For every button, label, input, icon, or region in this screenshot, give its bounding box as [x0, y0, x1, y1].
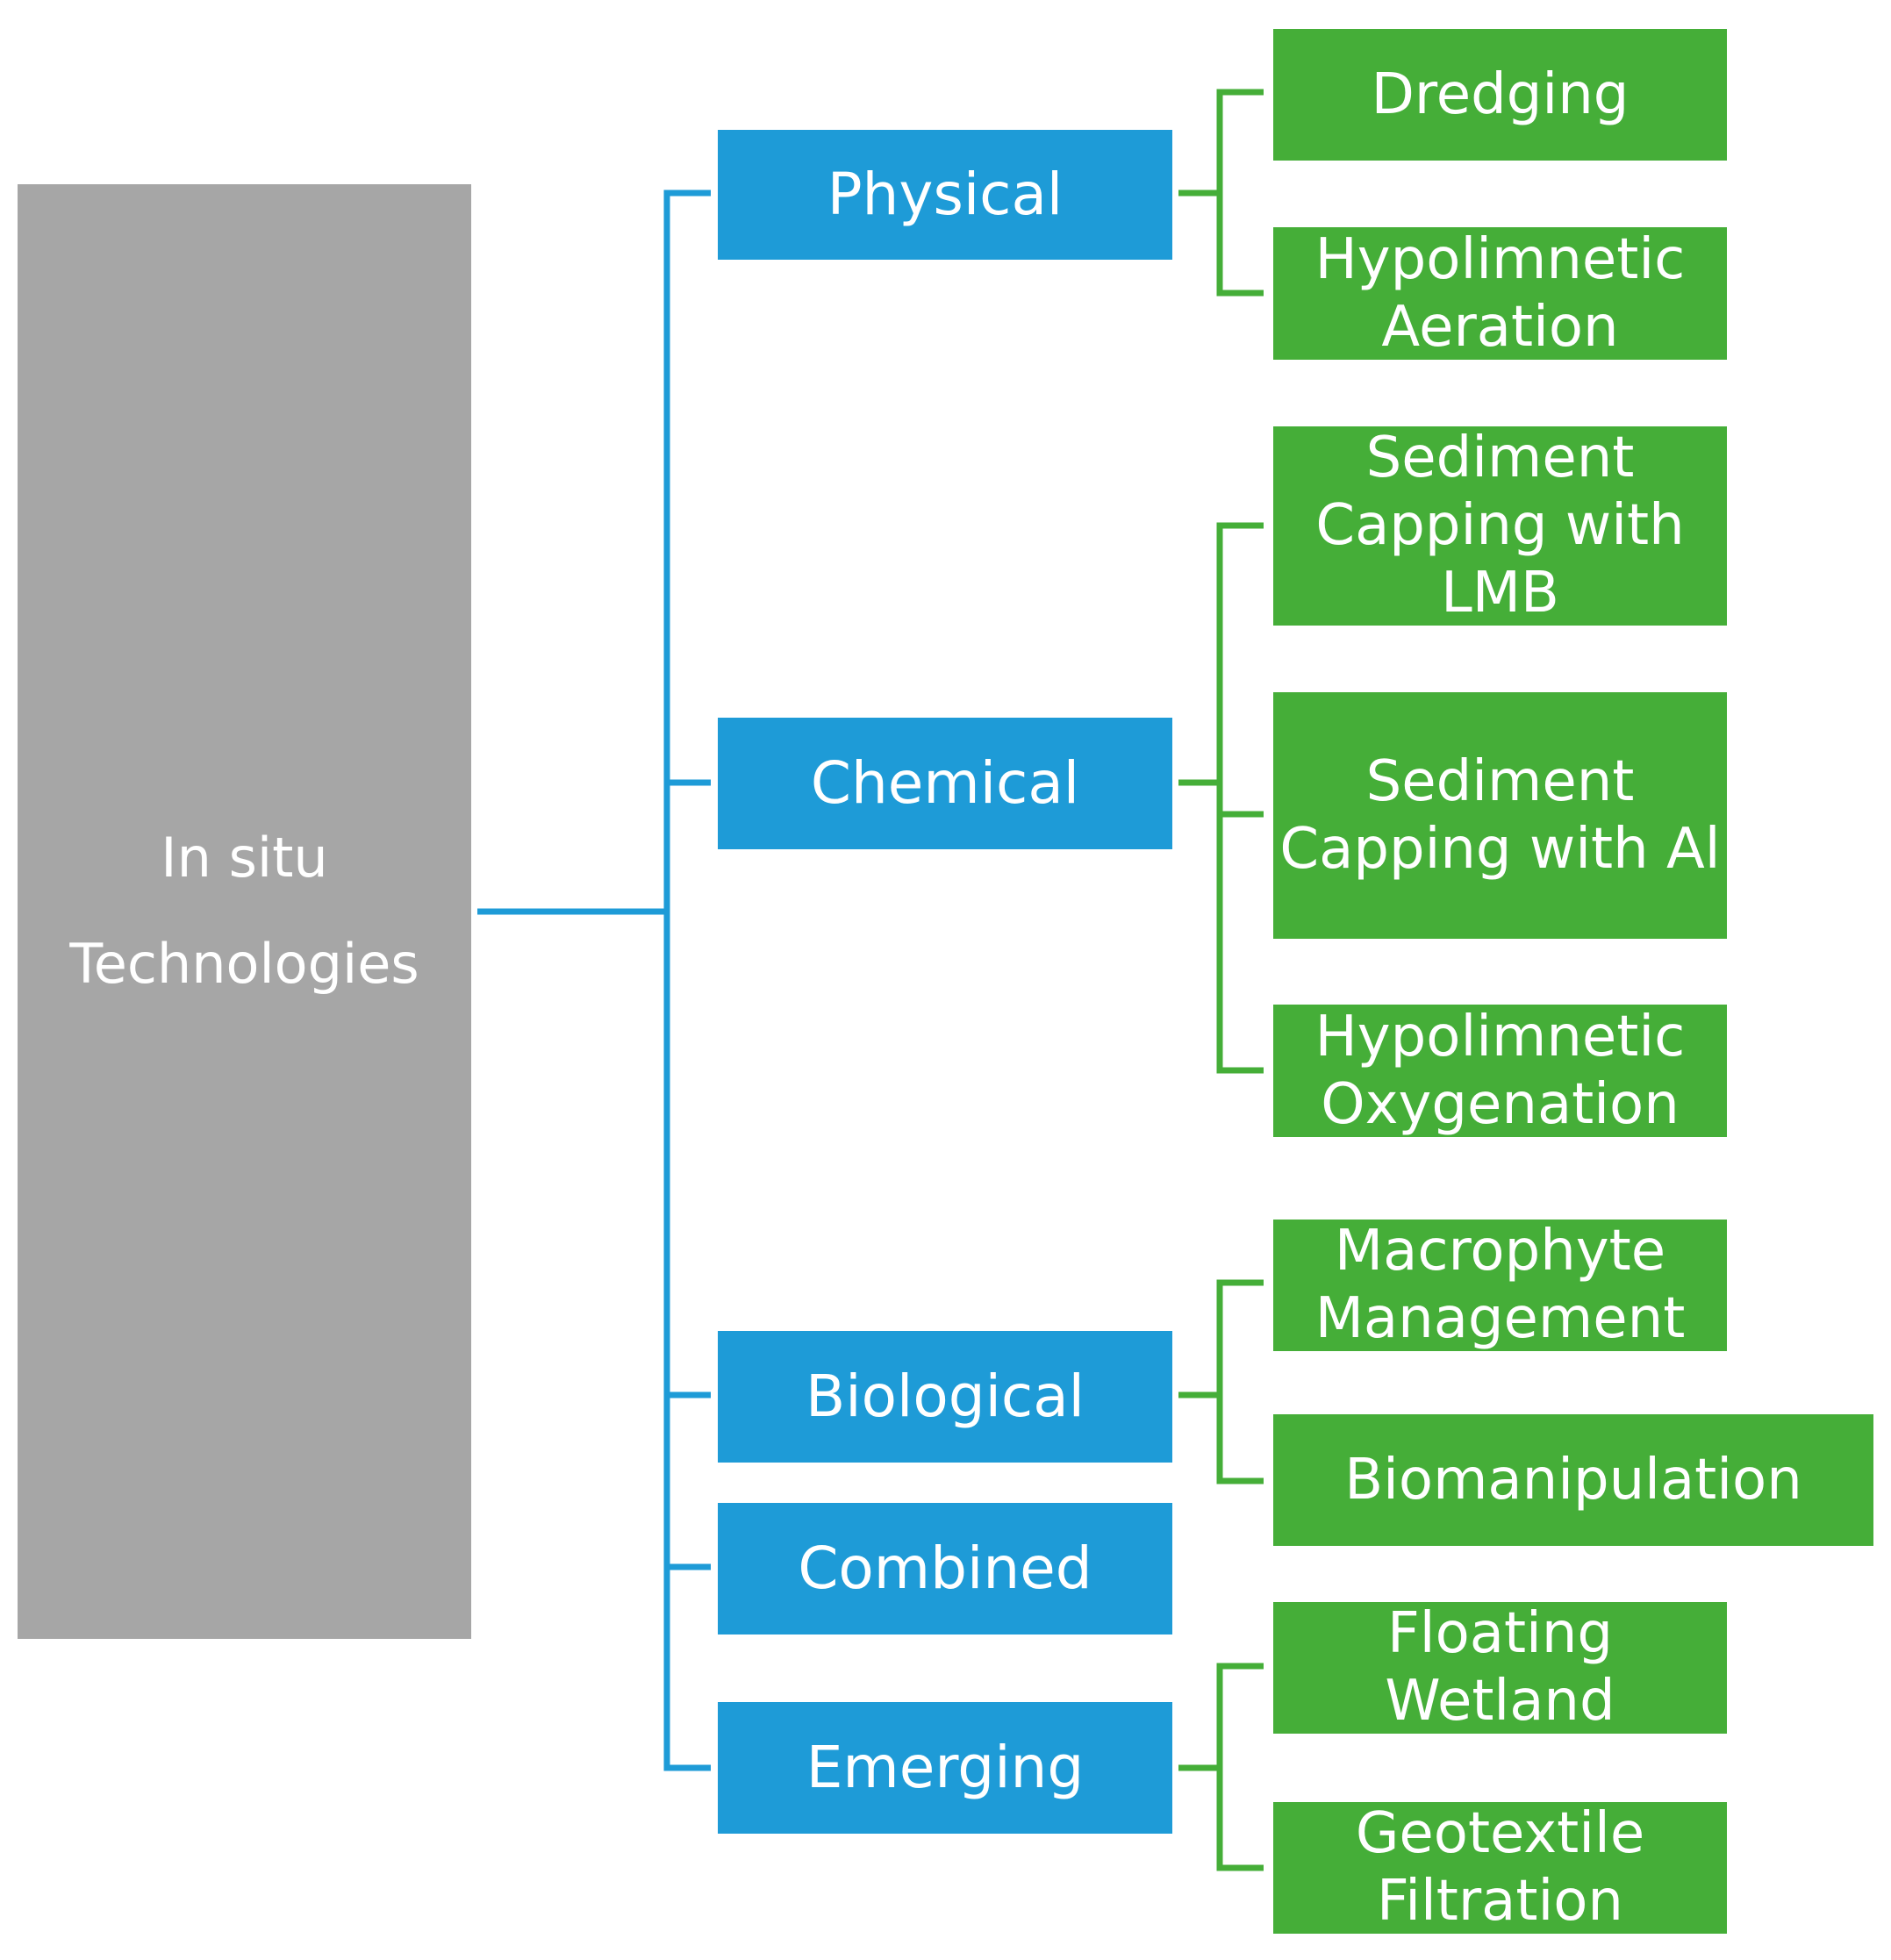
- leaf-label: Hypolimnetic Aeration: [1314, 226, 1686, 360]
- chemical-leaf-bracket: [1178, 522, 1264, 1074]
- leaf-label: Sediment Capping with LMB: [1315, 426, 1685, 626]
- leaf-hypolimnetic-aeration: Hypolimnetic Aeration: [1273, 227, 1727, 360]
- emerging-leaf-bracket: [1178, 1663, 1264, 1871]
- biological-leaf-bracket: [1178, 1279, 1264, 1484]
- category-label-physical: Physical: [827, 161, 1064, 229]
- leaf-label: Macrophyte Management: [1314, 1219, 1686, 1351]
- category-label-emerging: Emerging: [806, 1734, 1085, 1802]
- category-biological: Biological: [718, 1331, 1172, 1463]
- category-bracket: [663, 190, 711, 1771]
- leaf-label: Sediment Capping with Al: [1279, 748, 1721, 882]
- leaf-label: Hypolimnetic Oxygenation: [1314, 1004, 1686, 1137]
- leaf-macrophyte-management: Macrophyte Management: [1273, 1219, 1727, 1351]
- leaf-dredging: Dredging: [1273, 29, 1727, 161]
- category-physical: Physical: [718, 130, 1172, 260]
- category-label-combined: Combined: [798, 1534, 1092, 1603]
- category-label-biological: Biological: [805, 1363, 1085, 1431]
- leaf-label: Geotextile Filtration: [1355, 1801, 1645, 1934]
- leaf-label: Biomanipulation: [1344, 1447, 1802, 1513]
- category-chemical: Chemical: [718, 718, 1172, 849]
- category-combined: Combined: [718, 1503, 1172, 1635]
- root-label: In situ Technologies: [69, 826, 419, 996]
- leaf-label: Dredging: [1371, 61, 1630, 127]
- leaf-sediment-capping-al: Sediment Capping with Al: [1273, 692, 1727, 939]
- leaf-hypolimnetic-oxygenation: Hypolimnetic Oxygenation: [1273, 1005, 1727, 1137]
- leaf-biomanipulation: Biomanipulation: [1273, 1414, 1873, 1546]
- category-label-chemical: Chemical: [810, 749, 1080, 818]
- leaf-sediment-capping-lmb: Sediment Capping with LMB: [1273, 426, 1727, 626]
- category-emerging: Emerging: [718, 1702, 1172, 1834]
- leaf-geotextile-filtration: Geotextile Filtration: [1273, 1801, 1727, 1934]
- leaf-label: Floating Wetland: [1385, 1601, 1615, 1734]
- root-node-in-situ-technologies: In situ Technologies: [18, 184, 471, 1639]
- leaf-floating-wetland: Floating Wetland: [1273, 1601, 1727, 1734]
- physical-leaf-bracket: [1178, 89, 1264, 297]
